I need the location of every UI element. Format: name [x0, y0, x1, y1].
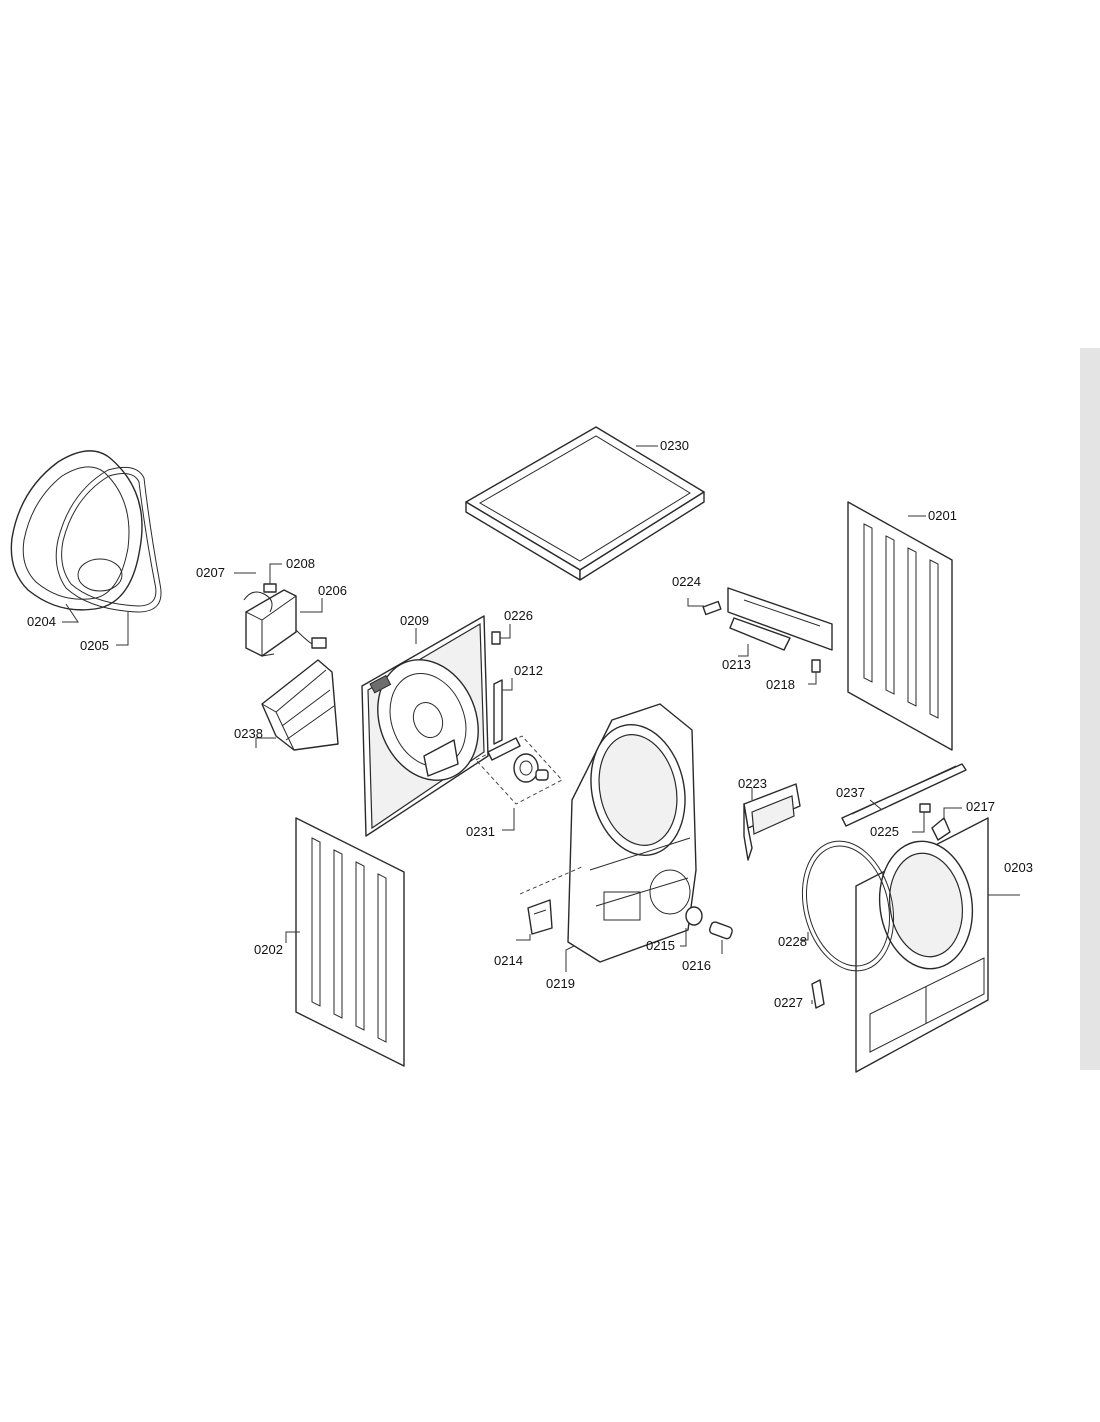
callout-0227: 0227 — [774, 995, 803, 1010]
part-0201-side-panel — [847, 501, 953, 751]
callout-0238: 0238 — [234, 726, 263, 741]
part-0226-clip — [491, 624, 511, 645]
callout-0212: 0212 — [514, 663, 543, 678]
callout-0230: 0230 — [660, 438, 689, 453]
part-0209-rear-wall — [361, 615, 489, 837]
callout-0231: 0231 — [466, 824, 495, 839]
callout-0226: 0226 — [504, 608, 533, 623]
callout-0228: 0228 — [778, 934, 807, 949]
part-0215-knob — [680, 906, 703, 947]
part-0202-side-panel — [285, 817, 405, 1067]
callout-0209: 0209 — [400, 613, 429, 628]
part-0205-gasket — [55, 466, 162, 646]
callout-0207: 0207 — [196, 565, 225, 580]
callout-0203: 0203 — [1004, 860, 1033, 875]
callout-0219: 0219 — [546, 976, 575, 991]
part-0203-front-panel — [855, 817, 1020, 1073]
part-0204-rear-shield — [10, 450, 143, 623]
callout-0202: 0202 — [254, 942, 283, 957]
part-0230-top-cover — [465, 426, 705, 581]
part-0225-clip — [912, 803, 931, 833]
part-0218-clip — [808, 659, 821, 685]
callout-0223: 0223 — [738, 776, 767, 791]
callout-0225: 0225 — [870, 824, 899, 839]
callout-0216: 0216 — [682, 958, 711, 973]
part-0231-drive-group — [475, 735, 563, 831]
callout-0213: 0213 — [722, 657, 751, 672]
part-0237-strip — [841, 763, 967, 827]
callout-0208: 0208 — [286, 556, 315, 571]
part-0228-door-seal — [800, 840, 895, 972]
part-0217-latch — [931, 807, 962, 841]
part-0224-clip — [687, 598, 722, 616]
part-0238-air-duct — [255, 659, 339, 751]
part-0216-plug — [708, 921, 733, 954]
callout-0217: 0217 — [966, 799, 995, 814]
part-0219-front-bulkhead — [519, 703, 697, 972]
side-scroll-tab — [1080, 348, 1100, 1070]
callout-0215: 0215 — [646, 938, 675, 953]
callout-0201: 0201 — [928, 508, 957, 523]
part-0206-heater-housing — [243, 589, 327, 657]
callout-0224: 0224 — [672, 574, 701, 589]
part-0213-control-bracket — [727, 587, 833, 657]
callout-0218: 0218 — [766, 677, 795, 692]
callout-0205: 0205 — [80, 638, 109, 653]
part-0214-holder — [516, 899, 553, 941]
part-0212-bracket — [493, 678, 513, 745]
part-0208-connector — [263, 563, 282, 593]
callout-0204: 0204 — [27, 614, 56, 629]
part-0223-filter — [743, 783, 801, 861]
callout-0206: 0206 — [318, 583, 347, 598]
callout-0214: 0214 — [494, 953, 523, 968]
callout-0237: 0237 — [836, 785, 865, 800]
part-0227-switch — [811, 979, 825, 1009]
